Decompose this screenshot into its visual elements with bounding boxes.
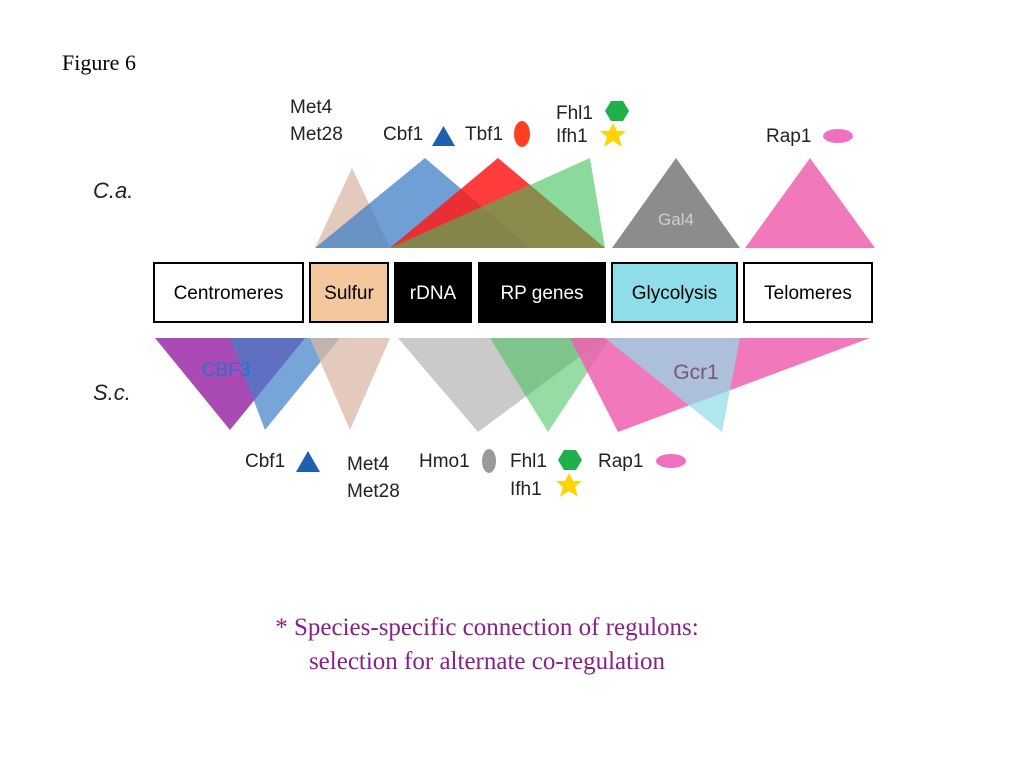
- gal4-triangle: [612, 158, 740, 248]
- triangle-icon: [296, 451, 320, 472]
- segment-label: Telomeres: [764, 283, 852, 304]
- oval-icon: [656, 454, 686, 468]
- regulon-boxes: Centromeres Sulfur rDNA RP genes Glycoly…: [153, 262, 873, 323]
- figure-label: Figure 6: [62, 50, 136, 75]
- segment-centromeres: Centromeres: [153, 262, 304, 323]
- fhl1-label-top: Fhl1: [556, 103, 593, 124]
- species-label-bottom: S.c.: [93, 380, 131, 405]
- rap1-label-bottom: Rap1: [598, 451, 643, 472]
- segment-sulfur: Sulfur: [309, 262, 389, 323]
- segment-label: Sulfur: [324, 283, 374, 304]
- met28-label-bottom: Met28: [347, 481, 400, 502]
- segment-label: rDNA: [410, 283, 457, 304]
- met28-label-top: Met28: [290, 124, 343, 145]
- fhl1-ifh1-triangle-top: [390, 158, 605, 248]
- rap1-label-top: Rap1: [766, 126, 811, 147]
- top-regulator-labels: Met4 Met28 Cbf1 Tbf1 Fhl1 Ifh1 Rap1: [290, 97, 853, 147]
- ifh1-label-top: Ifh1: [556, 126, 588, 147]
- star-icon: [556, 473, 582, 497]
- hexagon-icon: [558, 450, 582, 470]
- segment-telomeres: Telomeres: [743, 262, 873, 323]
- oval-icon: [482, 449, 496, 473]
- gal4-label: Gal4: [658, 210, 694, 229]
- segment-label: Centromeres: [174, 283, 284, 304]
- segment-label: Glycolysis: [632, 283, 718, 304]
- ifh1-label-bottom: Ifh1: [510, 479, 542, 500]
- gcr1-triangle: [605, 338, 740, 432]
- oval-icon: [823, 129, 853, 143]
- rap1-triangle-top: [745, 158, 875, 248]
- fhl1-label-bottom: Fhl1: [510, 451, 547, 472]
- segment-rdna: rDNA: [394, 262, 472, 323]
- species-label-top: C.a.: [93, 178, 134, 203]
- cbf1-label-top: Cbf1: [383, 124, 423, 145]
- met4-met28-triangle-bottom: [310, 338, 390, 430]
- tbf1-label: Tbf1: [465, 124, 503, 145]
- met4-label-top: Met4: [290, 97, 333, 118]
- triangle-icon: [432, 126, 455, 146]
- segment-label: RP genes: [500, 283, 583, 304]
- gcr1-label: Gcr1: [673, 361, 719, 384]
- bottom-regulator-labels: Cbf1 Met4 Met28 Hmo1 Fhl1 Ifh1 Rap1: [245, 449, 686, 502]
- cbf1-label-bottom: Cbf1: [245, 451, 285, 472]
- cbf3-label: CBF3: [202, 360, 251, 381]
- star-icon: [600, 123, 626, 147]
- segment-rp-genes: RP genes: [478, 262, 606, 323]
- oval-icon: [514, 121, 530, 147]
- hmo1-label: Hmo1: [419, 451, 470, 472]
- cbf1-triangle-bottom: [230, 338, 340, 430]
- hexagon-icon: [605, 101, 629, 121]
- bottom-triangles: [155, 338, 870, 432]
- segment-glycolysis: Glycolysis: [611, 262, 738, 323]
- fhl1-ifh1-triangle-bottom: [490, 338, 610, 432]
- top-triangles: [315, 158, 875, 248]
- caption-line-2: selection for alternate co-regulation: [308, 648, 666, 675]
- caption-line-1: * Species-specific connection of regulon…: [275, 614, 699, 641]
- met4-label-bottom: Met4: [347, 454, 390, 475]
